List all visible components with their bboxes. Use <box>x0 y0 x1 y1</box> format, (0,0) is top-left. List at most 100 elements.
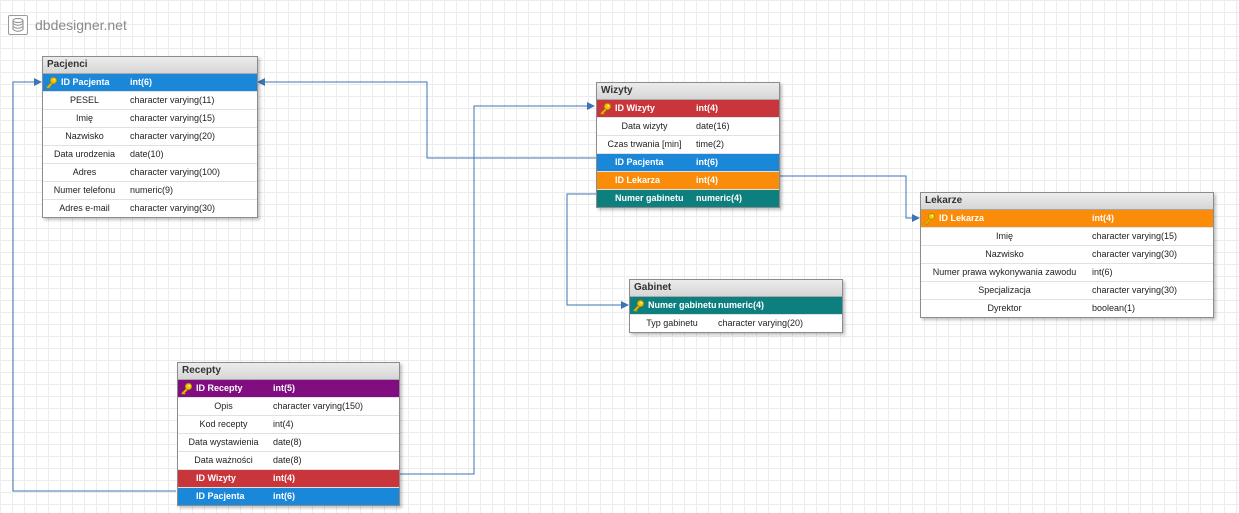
field-type: character varying(20) <box>130 131 216 141</box>
brand-name: dbdesigner.net <box>35 17 127 33</box>
primary-key-icon <box>632 299 645 318</box>
field-type: int(6) <box>1092 267 1113 277</box>
field-name: Data wizyty <box>621 121 668 131</box>
field-name: Data wystawienia <box>188 437 259 447</box>
field-name: Numer gabinetu <box>648 300 717 310</box>
table-title[interactable]: Recepty <box>178 363 399 380</box>
field-type: int(6) <box>273 491 295 501</box>
field-type: character varying(30) <box>130 203 216 213</box>
field-name: Imię <box>995 231 1013 241</box>
link-wizyty-gabinet <box>566 193 629 309</box>
field-name: Numer telefonu <box>53 185 116 195</box>
field-row-id-pacjenta[interactable]: ID Pacjenta int(6) <box>178 488 399 505</box>
field-name: ID Lekarza <box>939 213 985 223</box>
field-row-typ-gabinetu[interactable]: Typ gabinetu character varying(20) <box>630 315 842 332</box>
field-type: int(4) <box>273 473 295 483</box>
primary-key-icon <box>599 102 612 121</box>
primary-key-icon <box>923 212 936 231</box>
link-wizyty-lekarze <box>780 175 920 222</box>
field-name: Imię <box>75 113 93 123</box>
field-type: character varying(15) <box>130 113 216 123</box>
field-type: date(16) <box>696 121 730 131</box>
field-name: Kod recepty <box>199 419 248 429</box>
field-name: Adres e-mail <box>59 203 110 213</box>
field-row-id-pacjenta[interactable]: ID Pacjenta int(6) <box>597 154 779 172</box>
field-row-dyrektor[interactable]: Dyrektor boolean(1) <box>921 300 1213 317</box>
table-title[interactable]: Gabinet <box>630 280 842 297</box>
field-row-imie[interactable]: Imię character varying(15) <box>43 110 257 128</box>
field-row-numer-gabinetu[interactable]: Numer gabinetu numeric(4) <box>597 190 779 207</box>
field-name: Adres <box>72 167 97 177</box>
field-row-numer-prawa-wykonywania-zawodu[interactable]: Numer prawa wykonywania zawodu int(6) <box>921 264 1213 282</box>
field-name: Numer prawa wykonywania zawodu <box>932 267 1077 277</box>
field-type: character varying(20) <box>718 318 804 328</box>
field-row-data-wystawienia[interactable]: Data wystawienia date(8) <box>178 434 399 452</box>
field-row-adres-e-mail[interactable]: Adres e-mail character varying(30) <box>43 200 257 217</box>
field-type: boolean(1) <box>1092 303 1136 313</box>
field-row-id-pacjenta[interactable]: ID Pacjenta int(6) <box>43 74 257 92</box>
field-row-czas-trwania-min[interactable]: Czas trwania [min] time(2) <box>597 136 779 154</box>
field-row-data-wizyty[interactable]: Data wizyty date(16) <box>597 118 779 136</box>
brand-logo[interactable]: dbdesigner.net <box>8 14 127 36</box>
field-type: int(6) <box>130 77 152 87</box>
field-type: numeric(9) <box>130 185 174 195</box>
field-name: PESEL <box>69 95 100 105</box>
table-title[interactable]: Pacjenci <box>43 57 257 74</box>
field-name: Numer gabinetu <box>615 193 684 203</box>
field-row-nazwisko[interactable]: Nazwisko character varying(20) <box>43 128 257 146</box>
field-type: numeric(4) <box>718 300 765 310</box>
field-name: Typ gabinetu <box>646 318 698 328</box>
field-name: Data urodzenia <box>53 149 116 159</box>
field-name: Dyrektor <box>987 303 1022 313</box>
field-row-kod-recepty[interactable]: Kod recepty int(4) <box>178 416 399 434</box>
field-row-id-lekarza[interactable]: ID Lekarza int(4) <box>597 172 779 190</box>
field-type: character varying(100) <box>130 167 221 177</box>
field-row-imie[interactable]: Imię character varying(15) <box>921 228 1213 246</box>
field-type: int(5) <box>273 383 295 393</box>
field-name: ID Wizyty <box>615 103 655 113</box>
field-name: Nazwisko <box>65 131 104 141</box>
field-name: Data ważności <box>194 455 253 465</box>
field-type: time(2) <box>696 139 725 149</box>
field-type: int(4) <box>696 175 718 185</box>
field-type: int(4) <box>273 419 294 429</box>
database-icon <box>8 15 28 35</box>
table-title[interactable]: Lekarze <box>921 193 1213 210</box>
field-row-data-urodzenia[interactable]: Data urodzenia date(10) <box>43 146 257 164</box>
table-title[interactable]: Wizyty <box>597 83 779 100</box>
field-row-adres[interactable]: Adres character varying(100) <box>43 164 257 182</box>
field-type: numeric(4) <box>696 193 743 203</box>
field-row-specjalizacja[interactable]: Specjalizacja character varying(30) <box>921 282 1213 300</box>
field-type: int(6) <box>696 157 718 167</box>
field-type: character varying(30) <box>1092 249 1178 259</box>
link-wizyty-pacjenci <box>257 78 596 159</box>
primary-key-icon <box>180 382 193 401</box>
field-row-numer-telefonu[interactable]: Numer telefonu numeric(9) <box>43 182 257 200</box>
field-name: Specjalizacja <box>978 285 1031 295</box>
field-type: character varying(15) <box>1092 231 1178 241</box>
field-name: ID Pacjenta <box>61 77 110 87</box>
field-name: ID Pacjenta <box>615 157 664 167</box>
field-name: ID Pacjenta <box>196 491 245 501</box>
link-recepty-wizyty <box>400 102 595 475</box>
field-type: date(8) <box>273 437 302 447</box>
field-type: date(10) <box>130 149 164 159</box>
field-name: Czas trwania [min] <box>607 139 682 149</box>
primary-key-icon <box>45 76 58 95</box>
field-type: character varying(30) <box>1092 285 1178 295</box>
field-name: ID Lekarza <box>615 175 661 185</box>
